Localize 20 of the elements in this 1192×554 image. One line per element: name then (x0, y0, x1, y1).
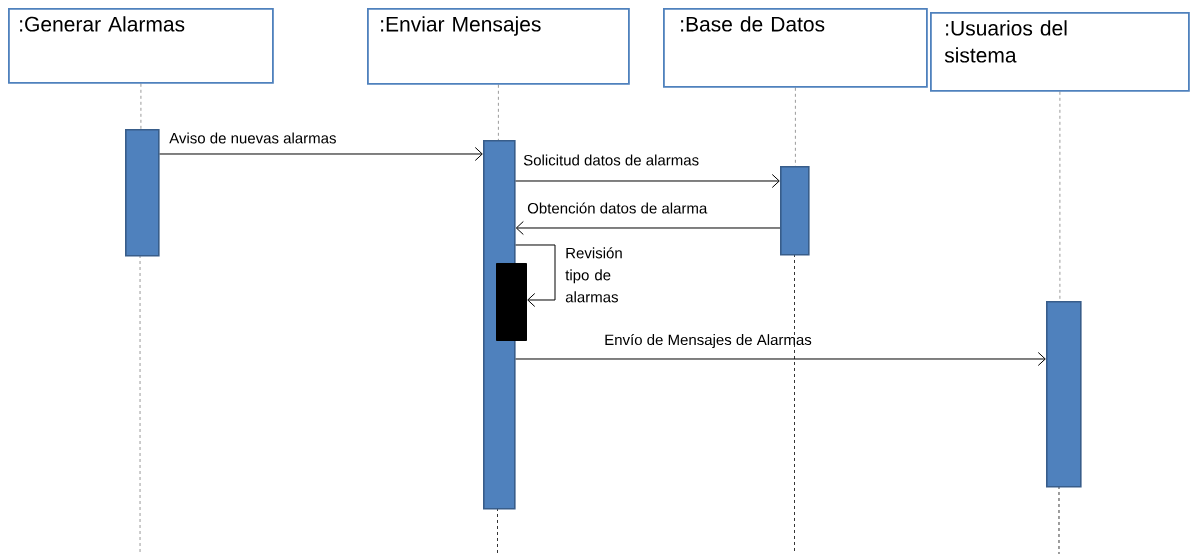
message-arrow (159, 147, 483, 161)
message-label: Obtención datos de alarma (527, 202, 708, 214)
message-label: Solicitud datos de alarmas (523, 154, 699, 166)
lifeline (140, 83, 142, 130)
message-arrow (515, 221, 781, 235)
activation-box (496, 263, 527, 341)
message-arrow (515, 174, 780, 188)
activation-bar (125, 129, 160, 257)
lifeline (498, 84, 499, 141)
message-label: Aviso de nuevas alarmas (169, 132, 336, 144)
activation-bar (1046, 301, 1082, 488)
participant-box: :Generar Alarmas (8, 8, 274, 84)
participant-box: :Usuarios del sistema (930, 12, 1190, 92)
message-arrow (515, 352, 1046, 366)
activation-bar (780, 166, 810, 256)
participant-box: :Base de Datos (663, 8, 928, 88)
message-arrow (515, 244, 556, 307)
message-label: Revisión tipo de alarmas (565, 247, 622, 303)
message-label: Envío de Mensajes de Alarmas (605, 333, 812, 349)
participant-box: :Enviar Mensajes (367, 8, 630, 85)
